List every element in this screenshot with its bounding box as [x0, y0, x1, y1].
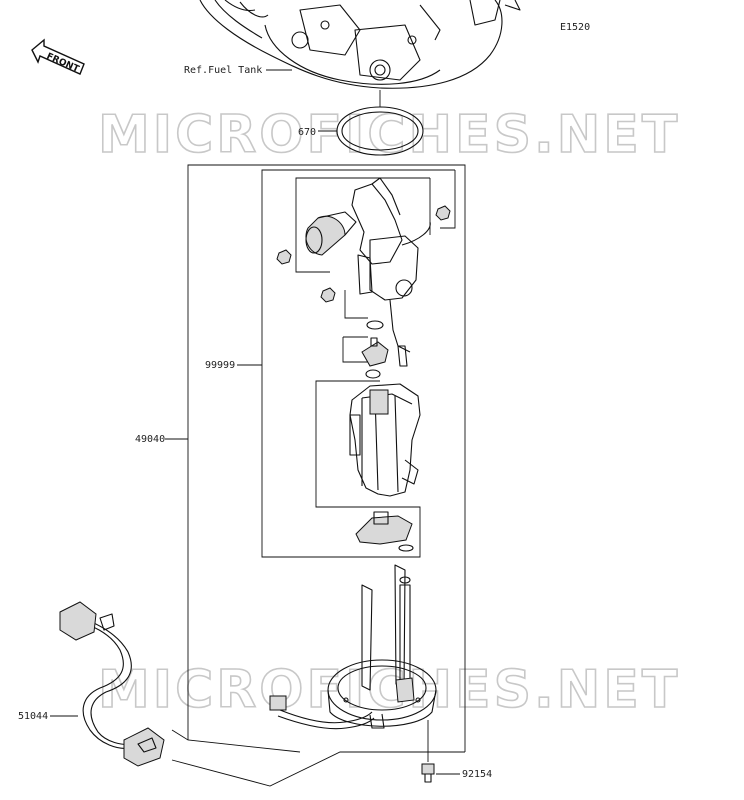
watermark-top: MICROFICHES.NET: [98, 105, 680, 165]
o-ring-small-upper: [366, 320, 384, 330]
pressure-regulator-assembly: [305, 177, 431, 353]
callout-99999: 99999: [205, 360, 235, 371]
bolt-92154: [421, 763, 435, 783]
nut-icon-center: [320, 287, 336, 303]
front-arrow-icon: FRONT: [31, 38, 85, 75]
fuel-tank-reference: [199, 0, 521, 89]
fuel-strainer: [355, 511, 414, 552]
callout-ref-fuel-tank: Ref.Fuel Tank: [184, 65, 262, 76]
regulator-valve: [361, 337, 408, 367]
nut-icon-left: [276, 249, 292, 265]
callout-670: 670: [298, 127, 316, 138]
o-ring-small-lower: [365, 369, 381, 379]
watermark-bottom: MICROFICHES.NET: [98, 660, 680, 720]
fuel-pump-base: [327, 564, 437, 729]
callout-92154: 92154: [462, 769, 492, 780]
callout-51044: 51044: [18, 711, 48, 722]
diagram-id: E1520: [560, 22, 590, 33]
fuel-pump-body: [349, 383, 421, 497]
nut-icon-right: [435, 205, 451, 221]
callout-49040: 49040: [135, 434, 165, 445]
wiring-harness-51044: [59, 601, 375, 767]
